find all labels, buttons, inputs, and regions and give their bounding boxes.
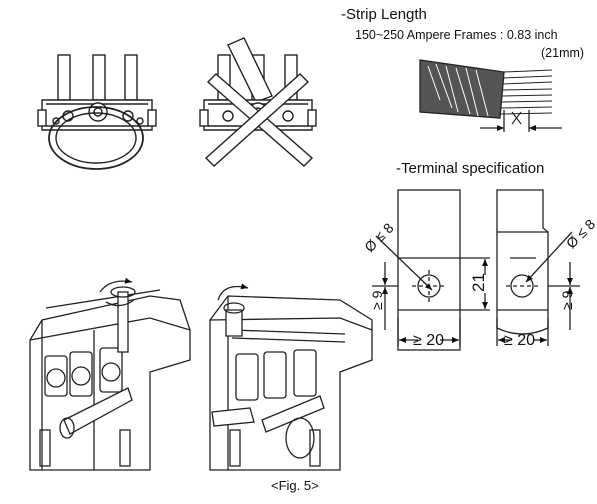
- figure-caption: <Fig. 5>: [271, 478, 319, 493]
- terminal-spec-right: [496, 189, 580, 346]
- incorrect-connection-drawing: [199, 37, 317, 167]
- right-offset-label: ≥ 9: [559, 290, 575, 310]
- breaker-terminal-drawing: [209, 283, 373, 471]
- left-width-label: ≥ 20: [413, 332, 444, 349]
- left-offset-label: ≥ 9: [369, 290, 385, 310]
- left-height-label: 21: [469, 273, 488, 292]
- strip-length-title: -Strip Length: [341, 6, 427, 23]
- right-width-label: ≥ 20: [504, 332, 535, 349]
- terminal-spec-left: [372, 189, 490, 351]
- correct-connection-drawing: [37, 54, 157, 170]
- breaker-tightening-drawing: [29, 277, 191, 471]
- terminal-spec-title: -Terminal specification: [396, 160, 545, 177]
- frame-strip-spec: 150~250 Ampere Frames : 0.83 inch: [355, 28, 558, 42]
- stripped-cable-drawing: [419, 59, 562, 132]
- strip-length-mm: (21mm): [541, 46, 585, 60]
- left-diameter-label: Ø ≤ 8: [361, 219, 397, 255]
- right-diameter-label: Ø ≤ 8: [563, 216, 597, 252]
